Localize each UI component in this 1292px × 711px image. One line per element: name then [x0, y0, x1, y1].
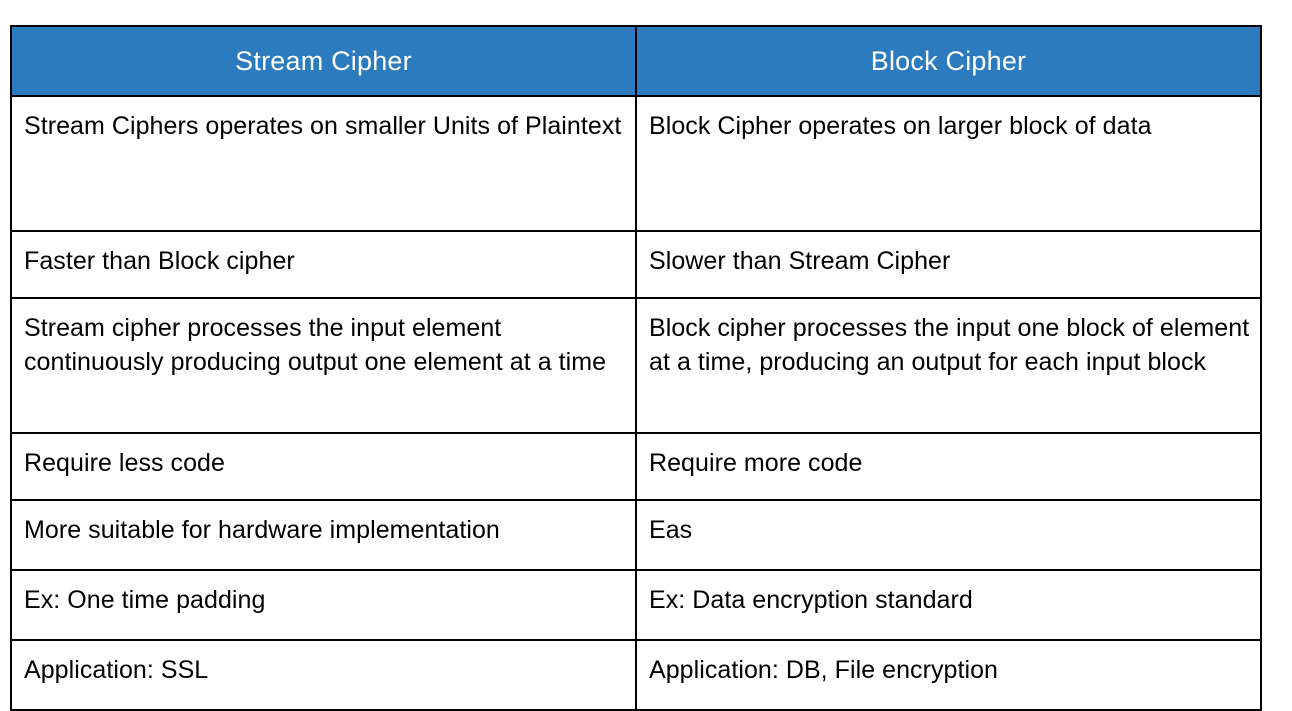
column-header-block-cipher: Block Cipher — [635, 25, 1262, 97]
cell-block-3: Block cipher processes the input one blo… — [635, 297, 1262, 434]
cell-stream-7: Application: SSL — [10, 639, 637, 711]
page-root: Stream Cipher Block Cipher Stream Cipher… — [10, 25, 1262, 711]
cell-block-4: Require more code — [635, 432, 1262, 501]
cell-text: Ex: One time padding — [24, 586, 266, 614]
cell-stream-4: Require less code — [10, 432, 637, 501]
cell-block-7: Application: DB, File encryption — [635, 639, 1262, 711]
cell-text: Application: DB, File encryption — [649, 656, 998, 684]
table-row: Stream Ciphers operates on smaller Units… — [10, 95, 1262, 232]
table-header: Stream Cipher Block Cipher — [10, 25, 1262, 97]
cell-block-1: Block Cipher operates on larger block of… — [635, 95, 1262, 232]
cell-text: More suitable for hardware implementatio… — [24, 516, 500, 544]
cell-stream-5: More suitable for hardware implementatio… — [10, 499, 637, 571]
table-row: More suitable for hardware implementatio… — [10, 499, 1262, 571]
cell-stream-3: Stream cipher processes the input elemen… — [10, 297, 637, 434]
cell-text: Block cipher processes the input one blo… — [649, 314, 1250, 376]
cell-text: Stream Ciphers operates on smaller Units… — [24, 112, 622, 140]
cell-text: Ex: Data encryption standard — [649, 586, 973, 614]
cell-text: Block Cipher operates on larger block of… — [649, 112, 1152, 140]
table-row: Require less code Require more code — [10, 432, 1262, 501]
cell-text: Require more code — [649, 449, 863, 477]
cell-text: Slower than Stream Cipher — [649, 247, 951, 275]
cell-text: Require less code — [24, 449, 225, 477]
cell-block-2: Slower than Stream Cipher — [635, 230, 1262, 299]
header-row: Stream Cipher Block Cipher — [10, 25, 1262, 97]
cipher-comparison-table: Stream Cipher Block Cipher Stream Cipher… — [10, 25, 1262, 711]
cell-stream-2: Faster than Block cipher — [10, 230, 637, 299]
cell-text: Eas — [649, 516, 693, 544]
cell-block-6: Ex: Data encryption standard — [635, 569, 1262, 641]
cell-text: Stream cipher processes the input elemen… — [24, 314, 607, 376]
cell-text: Faster than Block cipher — [24, 247, 295, 275]
cell-block-5: Eas — [635, 499, 1262, 571]
table-row: Ex: One time padding Ex: Data encryption… — [10, 569, 1262, 641]
table-body: Stream Ciphers operates on smaller Units… — [10, 95, 1262, 711]
table-row: Application: SSL Application: DB, File e… — [10, 639, 1262, 711]
column-header-stream-cipher: Stream Cipher — [10, 25, 637, 97]
cell-stream-6: Ex: One time padding — [10, 569, 637, 641]
table-row: Faster than Block cipher Slower than Str… — [10, 230, 1262, 299]
cell-stream-1: Stream Ciphers operates on smaller Units… — [10, 95, 637, 232]
table-row: Stream cipher processes the input elemen… — [10, 297, 1262, 434]
cell-text: Application: SSL — [24, 656, 209, 684]
